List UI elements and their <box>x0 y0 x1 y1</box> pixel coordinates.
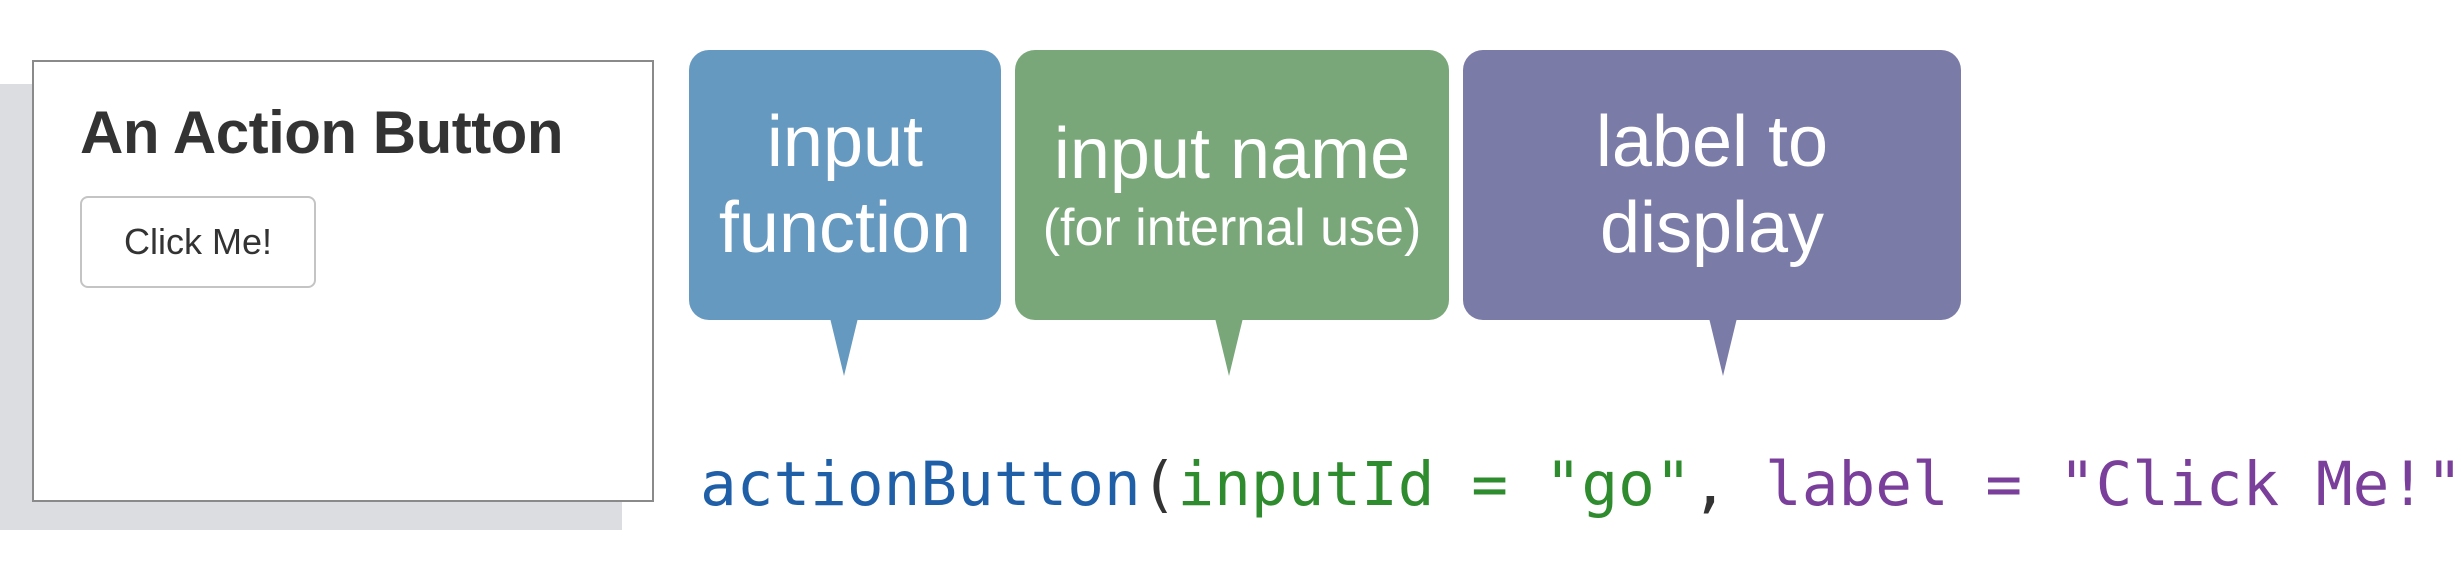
callout-input-name-line2: (for internal use) <box>1042 199 1422 257</box>
callout-input-function-line2: function <box>718 188 972 268</box>
page-title: An Action Button <box>80 99 564 166</box>
code-open-paren: ( <box>1140 449 1178 520</box>
app-preview-window: An Action Button Click Me! <box>32 60 654 502</box>
callout-input-function-line1: input <box>766 102 924 182</box>
code-separator: , <box>1691 449 1766 520</box>
code-arg-input-id: inputId = "go" <box>1177 449 1692 520</box>
code-function-name: actionButton <box>700 449 1141 520</box>
callout-label-to-display: label to display <box>1463 50 1961 320</box>
callout-input-name: input name (for internal use) <box>1015 50 1449 320</box>
callout-input-name-line1: input name <box>1053 114 1411 194</box>
callout-input-function: input function <box>689 50 1001 320</box>
code-snippet: actionButton(inputId = "go", label = "Cl… <box>700 440 2461 530</box>
callout-label-to-display-line2: display <box>1599 188 1825 268</box>
click-me-button[interactable]: Click Me! <box>80 196 316 288</box>
code-arg-label: label = "Click Me!" <box>1765 449 2461 520</box>
callout-label-to-display-line1: label to <box>1595 102 1829 182</box>
